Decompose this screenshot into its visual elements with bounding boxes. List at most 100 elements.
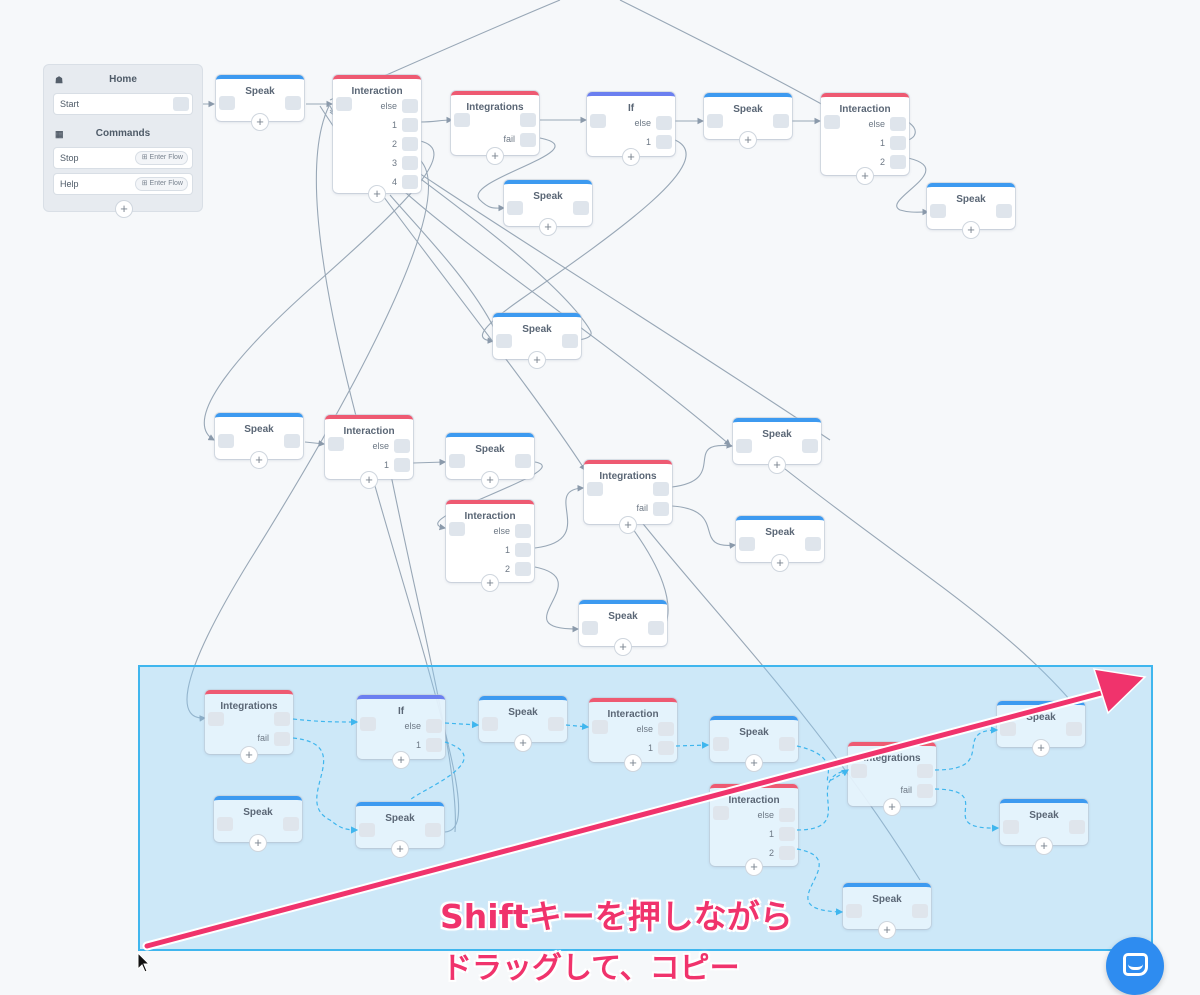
node-output-port[interactable] <box>402 99 418 113</box>
node-input-port[interactable] <box>1003 820 1019 834</box>
node-input-port[interactable] <box>454 113 470 127</box>
node-output-port[interactable] <box>779 827 795 841</box>
node-output-port[interactable] <box>402 175 418 189</box>
add-step-button[interactable]: + <box>486 147 504 165</box>
node-output-port[interactable] <box>426 719 442 733</box>
add-step-button[interactable]: + <box>249 834 267 852</box>
add-step-button[interactable]: + <box>250 451 268 469</box>
add-step-button[interactable]: + <box>368 185 386 203</box>
add-step-button[interactable]: + <box>539 218 557 236</box>
node-output-port[interactable] <box>285 96 301 110</box>
add-step-button[interactable]: + <box>962 221 980 239</box>
node-output-port[interactable] <box>402 137 418 151</box>
node-input-port[interactable] <box>739 537 755 551</box>
speak-node[interactable]: Speak+ <box>736 516 824 572</box>
node-input-port[interactable] <box>592 720 608 734</box>
node-input-port[interactable] <box>1000 722 1016 736</box>
node-output-port[interactable] <box>515 454 531 468</box>
add-step-button[interactable]: + <box>745 754 763 772</box>
node-input-port[interactable] <box>328 437 344 451</box>
add-step-button[interactable]: + <box>739 131 757 149</box>
enter-flow-button[interactable]: ⊞ Enter Flow <box>135 178 187 190</box>
speak-node[interactable]: Speak+ <box>493 313 581 369</box>
node-output-port[interactable] <box>653 482 669 496</box>
speak-node[interactable]: Speak+ <box>927 183 1015 239</box>
node-output-port[interactable] <box>658 722 674 736</box>
add-step-button[interactable]: + <box>251 113 269 131</box>
node-output-port[interactable] <box>890 117 906 131</box>
add-step-button[interactable]: + <box>614 638 632 656</box>
node-input-port[interactable] <box>219 96 235 110</box>
node-output-port[interactable] <box>912 904 928 918</box>
node-input-port[interactable] <box>217 817 233 831</box>
node-output-port[interactable] <box>283 817 299 831</box>
add-step-button[interactable]: + <box>856 167 874 185</box>
node-output-port[interactable] <box>520 113 536 127</box>
node-output-port[interactable] <box>394 439 410 453</box>
node-output-port[interactable] <box>656 135 672 149</box>
node-input-port[interactable] <box>736 439 752 453</box>
node-input-port[interactable] <box>587 482 603 496</box>
node-input-port[interactable] <box>449 522 465 536</box>
start-block[interactable]: Start <box>54 94 192 114</box>
speak-node[interactable]: Speak+ <box>356 802 444 858</box>
node-output-port[interactable] <box>658 741 674 755</box>
add-step-button[interactable]: + <box>1035 837 1053 855</box>
speak-node[interactable]: Speak+ <box>579 600 667 656</box>
node-output-port[interactable] <box>779 846 795 860</box>
node-output-port[interactable] <box>917 784 933 798</box>
node-input-port[interactable] <box>713 737 729 751</box>
node-input-port[interactable] <box>336 97 352 111</box>
node-input-port[interactable] <box>482 717 498 731</box>
node-output-port[interactable] <box>1066 722 1082 736</box>
node-output-port[interactable] <box>274 732 290 746</box>
add-step-button[interactable]: + <box>1032 739 1050 757</box>
node-output-port[interactable] <box>779 737 795 751</box>
node-output-port[interactable] <box>284 434 300 448</box>
chat-launcher-button[interactable] <box>1106 937 1164 995</box>
speak-node[interactable]: Speak+ <box>216 75 304 131</box>
add-step-button[interactable]: + <box>392 751 410 769</box>
node-output-port[interactable] <box>515 524 531 538</box>
node-output-port[interactable] <box>653 502 669 516</box>
add-step-button[interactable]: + <box>619 516 637 534</box>
node-input-port[interactable] <box>360 717 376 731</box>
node-output-port[interactable] <box>917 764 933 778</box>
node-input-port[interactable] <box>707 114 723 128</box>
node-output-port[interactable] <box>515 562 531 576</box>
add-command-button[interactable]: + <box>115 200 133 218</box>
node-output-port[interactable] <box>656 116 672 130</box>
node-input-port[interactable] <box>851 764 867 778</box>
add-step-button[interactable]: + <box>768 456 786 474</box>
node-output-port[interactable] <box>1069 820 1085 834</box>
speak-node[interactable]: Speak+ <box>214 796 302 852</box>
add-step-button[interactable]: + <box>622 148 640 166</box>
speak-node[interactable]: Speak+ <box>733 418 821 474</box>
node-input-port[interactable] <box>930 204 946 218</box>
add-step-button[interactable]: + <box>528 351 546 369</box>
node-output-port[interactable] <box>773 114 789 128</box>
node-output-port[interactable] <box>779 808 795 822</box>
node-input-port[interactable] <box>846 904 862 918</box>
add-step-button[interactable]: + <box>624 754 642 772</box>
node-output-port[interactable] <box>548 717 564 731</box>
speak-node[interactable]: Speak+ <box>1000 799 1088 855</box>
node-output-port[interactable] <box>515 543 531 557</box>
add-step-button[interactable]: + <box>391 840 409 858</box>
node-output-port[interactable] <box>274 712 290 726</box>
add-step-button[interactable]: + <box>360 471 378 489</box>
node-output-port[interactable] <box>520 133 536 147</box>
node-input-port[interactable] <box>507 201 523 215</box>
node-output-port[interactable] <box>425 823 441 837</box>
add-step-button[interactable]: + <box>771 554 789 572</box>
node-output-port[interactable] <box>426 738 442 752</box>
node-output-port[interactable] <box>394 458 410 472</box>
speak-node[interactable]: Speak+ <box>446 433 534 489</box>
command-stop[interactable]: Stop ⊞ Enter Flow <box>54 148 192 168</box>
node-output-port[interactable] <box>573 201 589 215</box>
